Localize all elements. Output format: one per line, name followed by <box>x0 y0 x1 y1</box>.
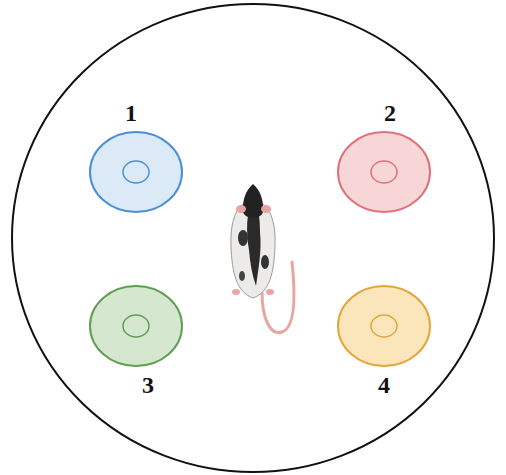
callout-number: 3 <box>142 373 154 397</box>
arena-outline <box>12 4 494 472</box>
callout-number: 1 <box>125 101 137 125</box>
blue-well <box>90 132 182 212</box>
red-well <box>338 132 430 212</box>
callout-number: 2 <box>384 101 396 125</box>
green-well <box>90 286 182 366</box>
callout-number: 4 <box>378 373 390 397</box>
yellow-well <box>338 286 430 366</box>
rat-illustration <box>231 184 294 333</box>
